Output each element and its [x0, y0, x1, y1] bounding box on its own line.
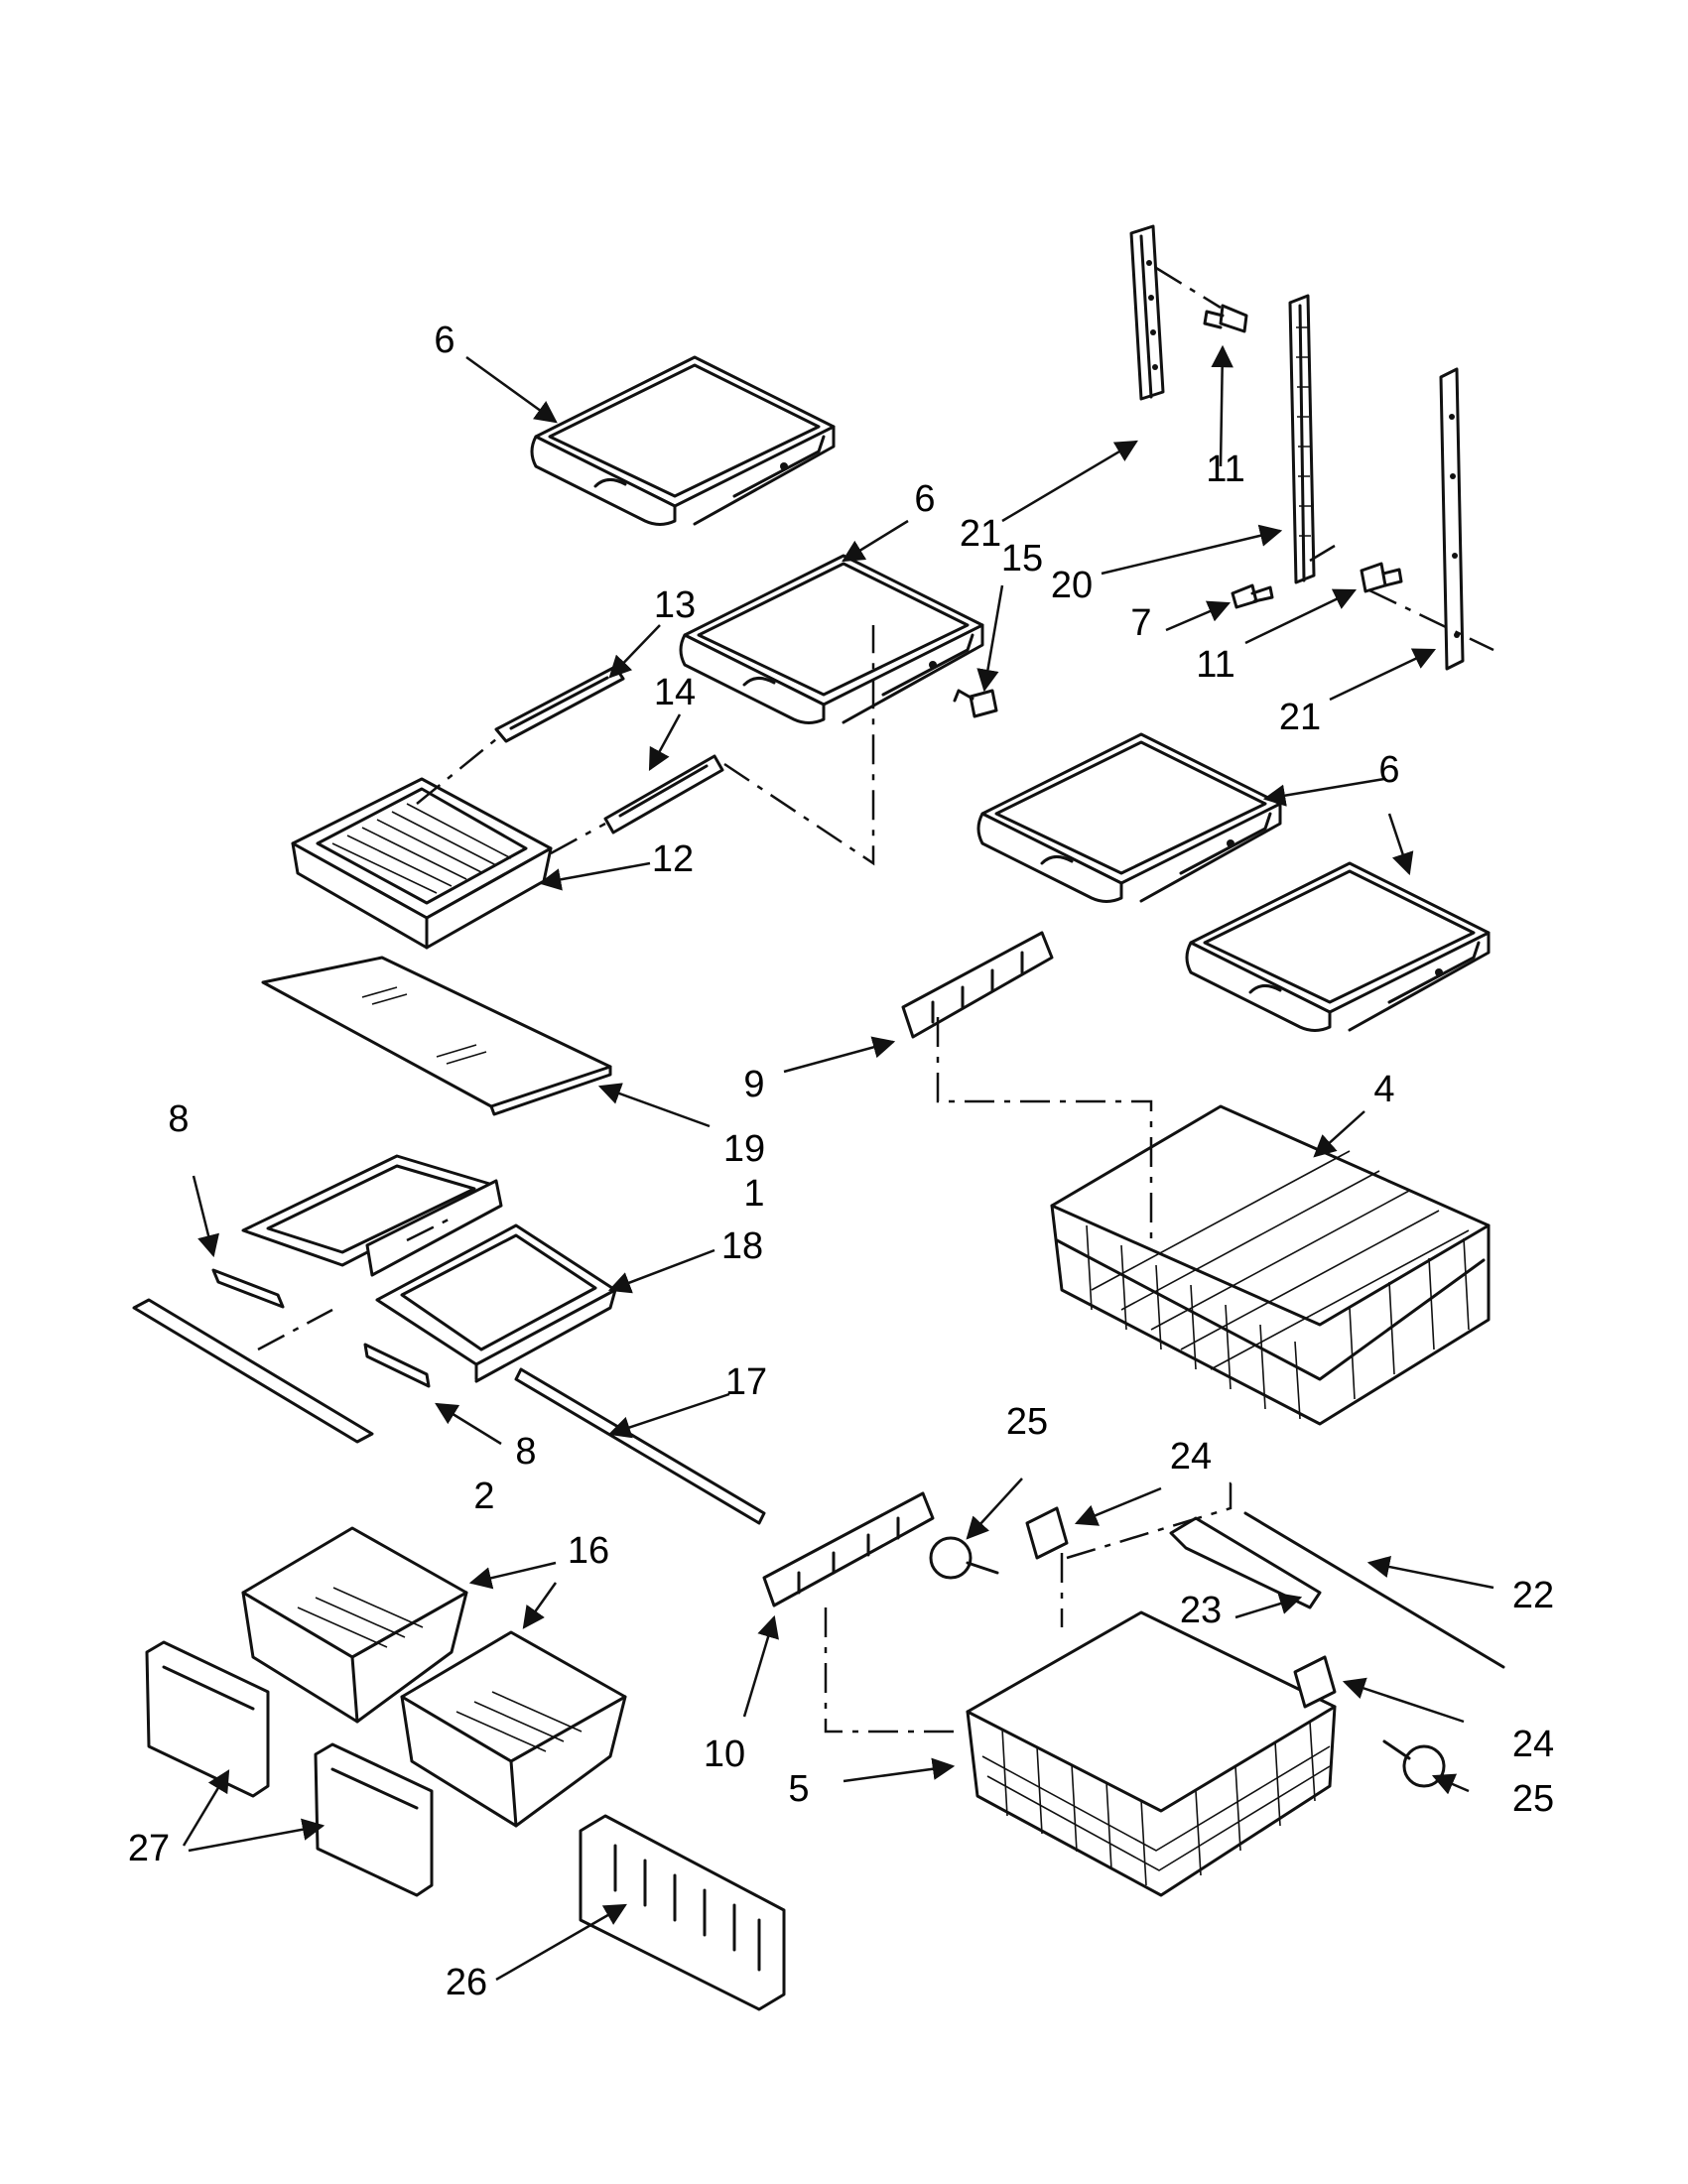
screw-11-right [1360, 562, 1403, 593]
callout-24-lower: 24 [1512, 1724, 1554, 1765]
basket-front-9 [901, 931, 1054, 1039]
bracket-24-lower [1293, 1655, 1337, 1709]
callout-16: 16 [568, 1530, 609, 1572]
callout-27: 27 [128, 1828, 170, 1869]
gear-25-upper [929, 1536, 999, 1580]
callout-10: 10 [704, 1734, 745, 1775]
shelf-right [976, 732, 1282, 903]
screw-11-top [1203, 304, 1248, 333]
shelf-upper [679, 554, 984, 724]
basket-front-10 [762, 1491, 935, 1607]
cable-22 [1243, 1511, 1505, 1669]
screw-15 [953, 689, 998, 718]
callout-1: 1 [743, 1173, 764, 1215]
callout-4: 4 [1373, 1069, 1394, 1110]
glass-shelf-19 [261, 956, 612, 1116]
bin-handle-lower [314, 1742, 434, 1897]
crisper-bin-upper [241, 1526, 468, 1724]
callout-17: 17 [725, 1361, 767, 1403]
callout-21-right: 21 [1279, 697, 1321, 738]
callout-11-top: 11 [1206, 449, 1244, 490]
drawer-slide-14 [603, 754, 724, 835]
callout-5: 5 [788, 1768, 809, 1810]
deli-drawer-12 [291, 777, 553, 950]
callout-15: 15 [1001, 538, 1043, 579]
callout-19: 19 [723, 1128, 765, 1170]
callout-6-upper: 6 [914, 478, 935, 520]
shelf-rail-left [1129, 224, 1165, 401]
callout-11-right: 11 [1196, 644, 1234, 686]
shelf-rail-right [1439, 367, 1465, 671]
crisper-frame-1 [241, 1154, 503, 1277]
drawer-slide-mount-line [723, 625, 875, 866]
callout-2: 2 [473, 1476, 494, 1517]
callout-8-upper: 8 [168, 1098, 189, 1140]
freezer-basket-4 [1050, 1104, 1491, 1426]
callout-9: 9 [743, 1064, 764, 1105]
callout-26: 26 [446, 1962, 487, 2003]
callout-24-upper: 24 [1170, 1436, 1212, 1477]
gear-25-lower [1382, 1739, 1446, 1788]
drawer-front-26 [579, 1814, 786, 2011]
rail-8-upper [211, 1268, 285, 1309]
rail-mount-line [1155, 266, 1494, 652]
bin-handle-upper [145, 1640, 270, 1798]
callout-13: 13 [654, 584, 696, 626]
callout-labels: 1 2 4 5 6 6 6 6 7 8 8 9 10 11 11 12 13 1… [128, 320, 1554, 2003]
crisper-trim-2 [132, 1298, 374, 1444]
callout-25-lower: 25 [1512, 1778, 1554, 1820]
divider-rod-17 [514, 1367, 766, 1525]
shelf-rail-center [1288, 294, 1316, 584]
callout-21-upper: 21 [960, 513, 1001, 555]
freezer-basket-5 [966, 1610, 1337, 1897]
callout-23: 23 [1180, 1590, 1222, 1631]
bracket-24-upper [1025, 1506, 1069, 1560]
callout-6-top: 6 [434, 320, 454, 361]
rail-8-lower [363, 1343, 431, 1388]
crisper-align-line [257, 1214, 457, 1351]
basket-align-lines [824, 1017, 1235, 1734]
callout-8-lower: 8 [515, 1431, 536, 1473]
callout-22: 22 [1512, 1575, 1554, 1616]
drawer-align-line [416, 738, 606, 855]
drawer-slide-13 [494, 665, 625, 743]
callout-20: 20 [1051, 565, 1093, 606]
callout-18: 18 [721, 1225, 763, 1267]
shelf-lower-right [1185, 861, 1491, 1032]
callout-6-right: 6 [1378, 749, 1399, 791]
screw-7 [1231, 583, 1274, 609]
shelf-top [530, 355, 836, 526]
callout-12: 12 [652, 838, 694, 880]
callout-25-upper: 25 [1006, 1401, 1048, 1443]
callout-14: 14 [654, 672, 696, 713]
callout-7: 7 [1130, 602, 1151, 644]
leader-lines [182, 344, 1494, 1982]
crisper-bin-lower [400, 1630, 627, 1828]
